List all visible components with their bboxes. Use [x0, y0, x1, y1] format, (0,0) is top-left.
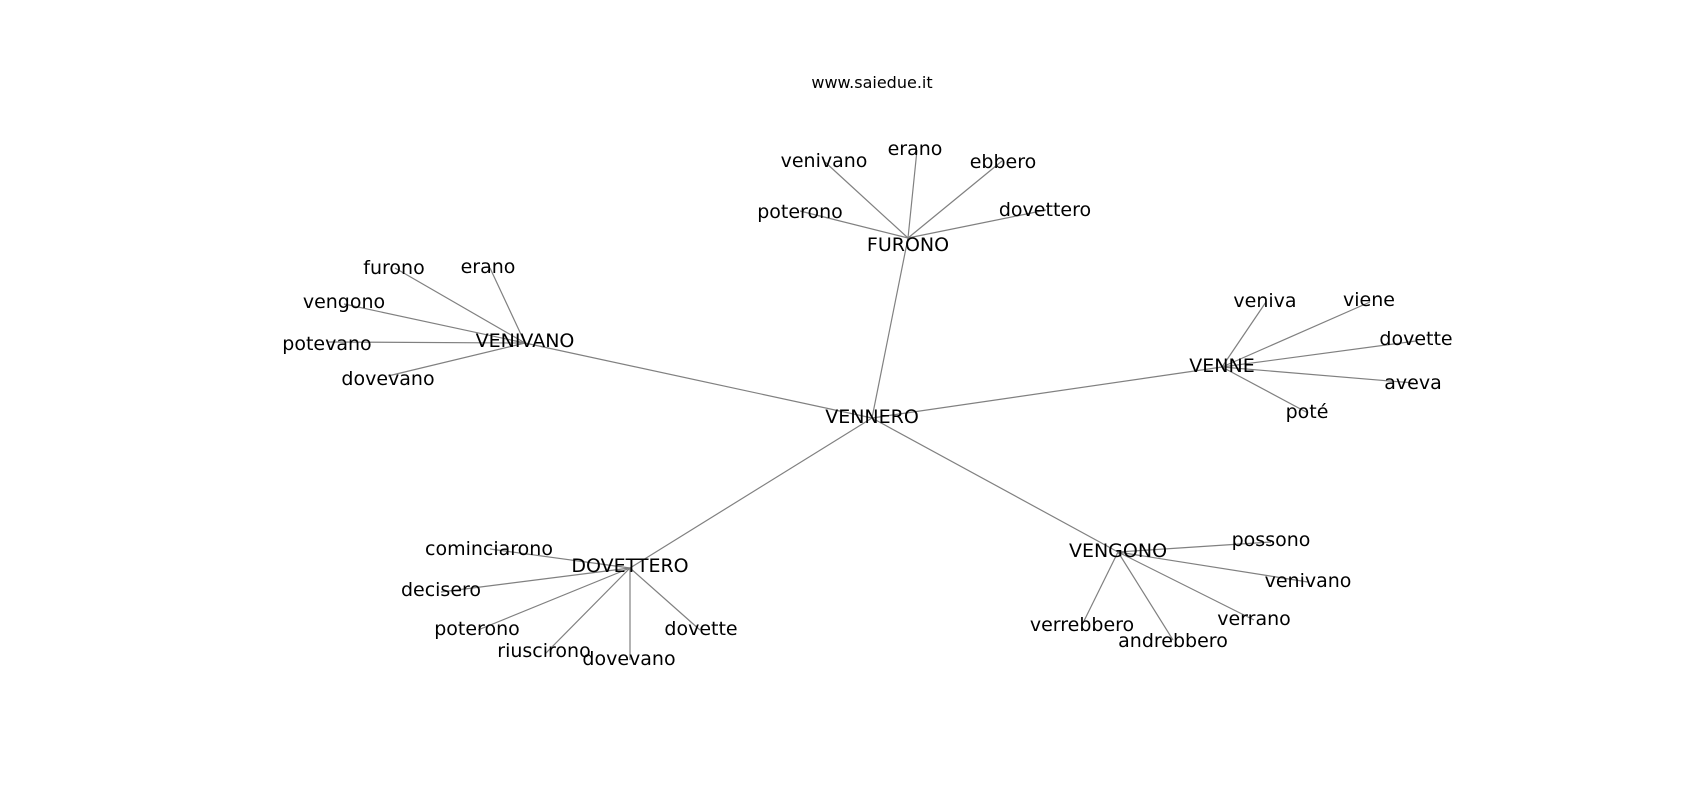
edge-furono-venivano: [824, 161, 909, 239]
edge-venne-veniva: [1221, 301, 1267, 368]
edge-dovettero-riuscirono: [544, 567, 631, 655]
hub-node-furono: FURONO: [867, 234, 949, 256]
edge-venne-dovette: [1221, 340, 1417, 368]
leaf-node-furono-ebbero: ebbero: [970, 151, 1037, 173]
leaf-node-dovettero-riuscirono: riuscirono: [497, 640, 590, 662]
edge-root-venivano: [524, 342, 873, 419]
leaf-node-vengono-possono: possono: [1232, 529, 1311, 551]
leaf-node-dovettero-poterono: poterono: [434, 618, 520, 640]
edge-root-venne: [871, 366, 1223, 419]
edge-vengono-possono: [1117, 541, 1272, 553]
edge-vengono-verrebbero: [1081, 551, 1119, 626]
edge-dovettero-poterono: [477, 567, 631, 631]
leaf-node-furono-venivano: venivano: [781, 150, 868, 172]
edge-vengono-venivano: [1117, 551, 1309, 583]
leaf-node-dovettero-cominciarono: cominciarono: [425, 538, 553, 560]
leaf-node-venivano-erano: erano: [461, 256, 516, 278]
hub-node-venivano: VENIVANO: [476, 330, 575, 352]
hub-node-venne: VENNE: [1189, 355, 1254, 377]
leaf-node-venivano-potevano: potevano: [282, 333, 371, 355]
leaf-node-venne-dovette: dovette: [1379, 328, 1452, 350]
leaf-node-vengono-verrebbero: verrebbero: [1030, 614, 1134, 636]
edge-furono-ebbero: [907, 160, 1003, 239]
leaf-node-furono-poterono: poterono: [757, 201, 843, 223]
leaf-node-venne-viene: viene: [1343, 289, 1395, 311]
edge-venivano-vengono: [343, 303, 526, 344]
leaf-node-furono-dovettero: dovettero: [999, 199, 1091, 221]
labels-layer: VENNERO FURONO venivano erano ebbero poterono…: [282, 138, 1452, 670]
edge-venivano-potevano: [326, 341, 526, 344]
leaf-node-venivano-vengono: vengono: [303, 291, 385, 313]
edge-furono-dovettero: [907, 209, 1047, 239]
edge-venivano-dovevano: [387, 342, 526, 377]
leaf-node-vengono-andrebbero: andrebbero: [1118, 630, 1228, 652]
edge-vengono-andrebbero: [1117, 551, 1174, 641]
edge-furono-erano: [907, 149, 918, 239]
edge-venne-pote: [1221, 366, 1309, 414]
edge-venne-viene: [1221, 301, 1371, 368]
edge-vengono-verrano: [1117, 551, 1255, 621]
edge-venne-aveva: [1221, 366, 1415, 384]
leaf-node-venne-aveva: aveva: [1384, 372, 1441, 394]
hub-node-dovettero: DOVETTERO: [571, 555, 688, 577]
leaf-node-venne-pote: poté: [1286, 401, 1329, 423]
edges-layer: [326, 149, 1417, 660]
leaf-node-venivano-dovevano: dovevano: [341, 368, 434, 390]
leaf-node-dovettero-dovette: dovette: [664, 618, 737, 640]
leaf-node-vengono-venivano: venivano: [1265, 570, 1352, 592]
edge-dovettero-dovette: [629, 567, 701, 631]
root-node-label: VENNERO: [825, 406, 919, 428]
edge-furono-poterono: [799, 210, 909, 239]
leaf-node-dovettero-decisero: decisero: [401, 579, 481, 601]
edge-dovettero-decisero: [440, 567, 631, 593]
leaf-node-furono-erano: erano: [888, 138, 943, 160]
edge-venivano-erano: [489, 267, 526, 344]
leaf-node-dovettero-dovevano: dovevano: [582, 648, 675, 670]
leaf-node-vengono-verrano: verrano: [1217, 608, 1291, 630]
edge-root-furono: [871, 237, 909, 419]
hub-node-vengono: VENGONO: [1069, 540, 1167, 562]
leaf-node-venne-veniva: veniva: [1233, 290, 1296, 312]
site-label: www.saiedue.it: [811, 73, 932, 92]
edge-venivano-furono: [394, 267, 526, 344]
leaf-node-venivano-furono: furono: [363, 257, 424, 279]
edge-root-dovettero: [629, 417, 873, 569]
edge-dovettero-cominciarono: [489, 548, 631, 569]
edge-root-vengono: [871, 417, 1119, 553]
